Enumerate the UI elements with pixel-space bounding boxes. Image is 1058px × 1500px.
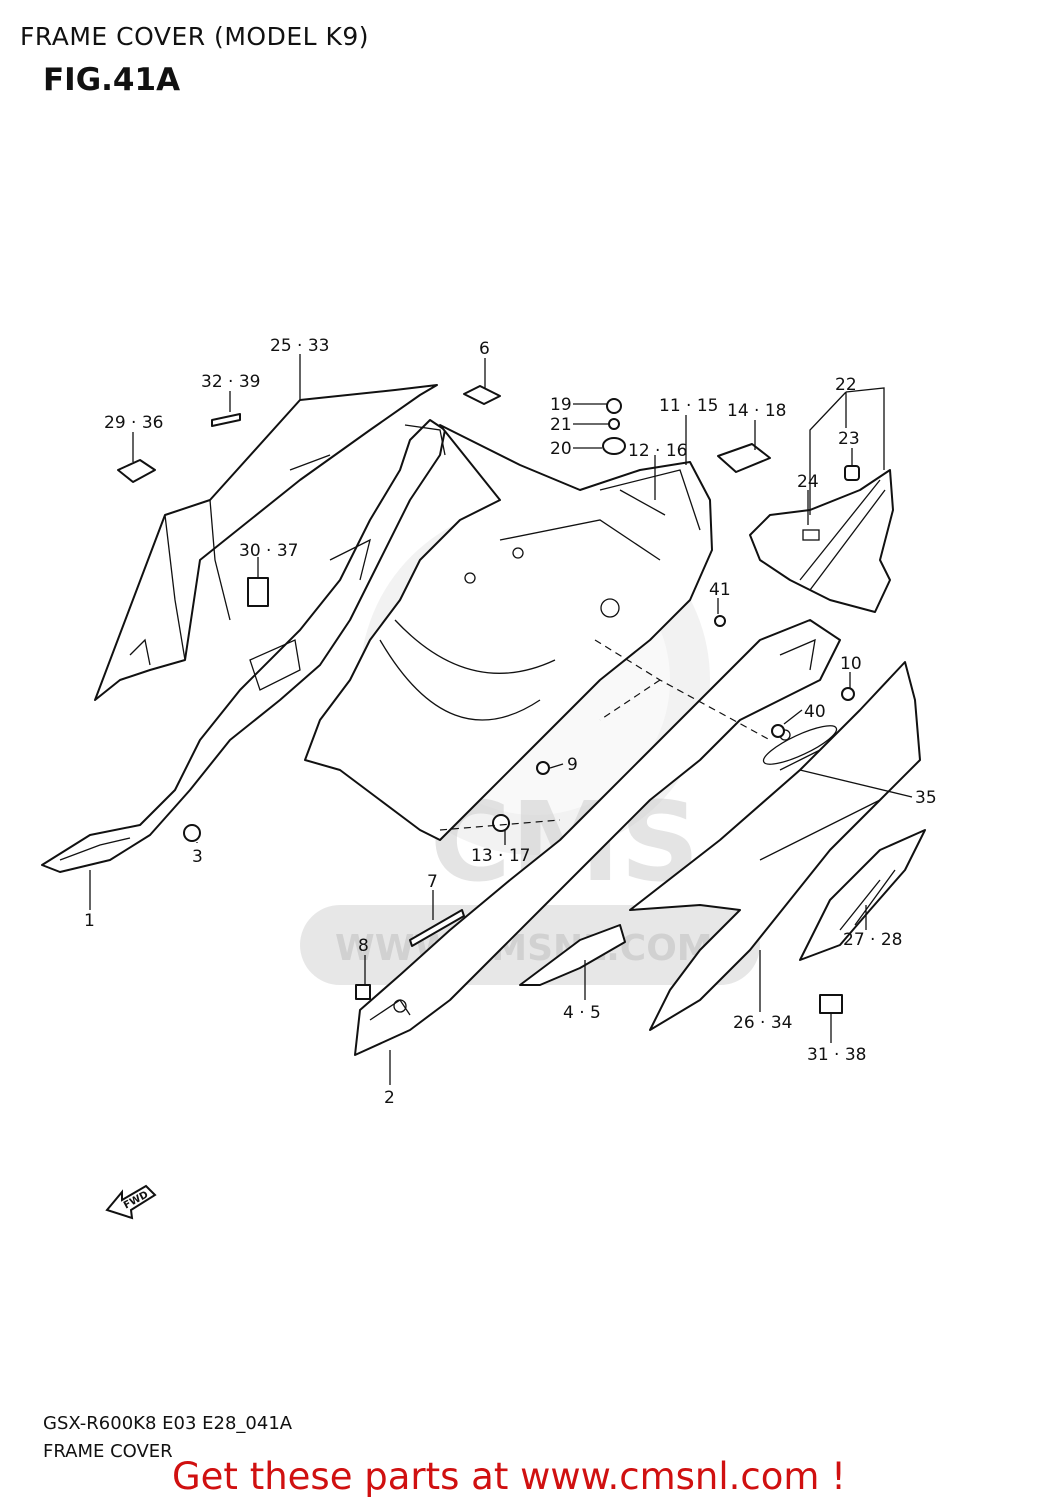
section-name: FRAME COVER (43, 1441, 173, 1462)
part-24-shape (749, 469, 894, 613)
part-10-shape (841, 687, 855, 701)
label-35: 35 (915, 788, 937, 808)
part-41-shape (714, 615, 726, 627)
label-10: 10 (840, 654, 862, 674)
part-14-18-shape (717, 443, 771, 473)
figure-number: FIG.41A (43, 62, 181, 98)
promo-link[interactable]: Get these parts at www.cmsnl.com ! (172, 1455, 847, 1498)
label-9: 9 (567, 755, 578, 775)
leader-lines (89, 354, 913, 1085)
label-8: 8 (358, 936, 369, 956)
assembly-lines (439, 639, 771, 831)
part-labels: 25 · 33 32 · 39 29 · 36 6 19 21 20 11 · … (84, 336, 937, 1108)
part-7-shape (409, 909, 465, 947)
label-40: 40 (804, 702, 826, 722)
page-title: FRAME COVER (MODEL K9) (20, 22, 370, 51)
label-19: 19 (550, 395, 572, 415)
label-13-17: 13 · 17 (471, 846, 530, 866)
part-23-shape (844, 465, 860, 481)
label-23: 23 (838, 429, 860, 449)
label-25-33: 25 · 33 (270, 336, 329, 356)
part-11-15-shape (304, 424, 713, 841)
forward-arrow-icon: FWD (105, 1184, 157, 1220)
part-9-shape (536, 761, 550, 775)
label-24: 24 (797, 472, 819, 492)
label-11-15: 11 · 15 (659, 396, 718, 416)
label-22: 22 (835, 375, 857, 395)
part-3-shape (183, 824, 201, 842)
label-31-38: 31 · 38 (807, 1045, 866, 1065)
part-19-shape (606, 398, 622, 414)
part-27-28-shape (799, 829, 926, 961)
watermark-url: WWW.CMSNL.COM (335, 928, 713, 969)
part-25-33-shape (94, 384, 438, 701)
label-3: 3 (192, 847, 203, 867)
label-30-37: 30 · 37 (239, 541, 298, 561)
label-32-39: 32 · 39 (201, 372, 260, 392)
label-41: 41 (709, 580, 731, 600)
part-29-36-shape (117, 459, 156, 483)
label-20: 20 (550, 439, 572, 459)
part-30-37-shape (247, 577, 269, 607)
label-7: 7 (427, 872, 438, 892)
part-2-shape (354, 619, 841, 1056)
label-21: 21 (550, 415, 572, 435)
label-29-36: 29 · 36 (104, 413, 163, 433)
label-12-16: 12 · 16 (628, 441, 687, 461)
label-6: 6 (479, 339, 490, 359)
part-13-17-shape (492, 814, 510, 832)
part-31-38-shape (819, 994, 843, 1014)
label-1: 1 (84, 911, 95, 931)
label-4-5: 4 · 5 (563, 1003, 601, 1023)
part-8-shape (355, 984, 371, 1000)
label-14-18: 14 · 18 (727, 401, 786, 421)
model-code: GSX-R600K8 E03 E28_041A (43, 1413, 293, 1434)
part-26-34-shape (629, 661, 921, 1031)
part-4-5-shape (519, 924, 626, 986)
part-6-shape (463, 385, 501, 405)
part-40-shape (771, 724, 785, 738)
part-32-39-shape (211, 413, 241, 427)
part-20-shape (602, 437, 626, 455)
label-26-34: 26 · 34 (733, 1013, 792, 1033)
label-27-28: 27 · 28 (843, 930, 902, 950)
part-21-shape (608, 418, 620, 430)
label-2: 2 (384, 1088, 395, 1108)
